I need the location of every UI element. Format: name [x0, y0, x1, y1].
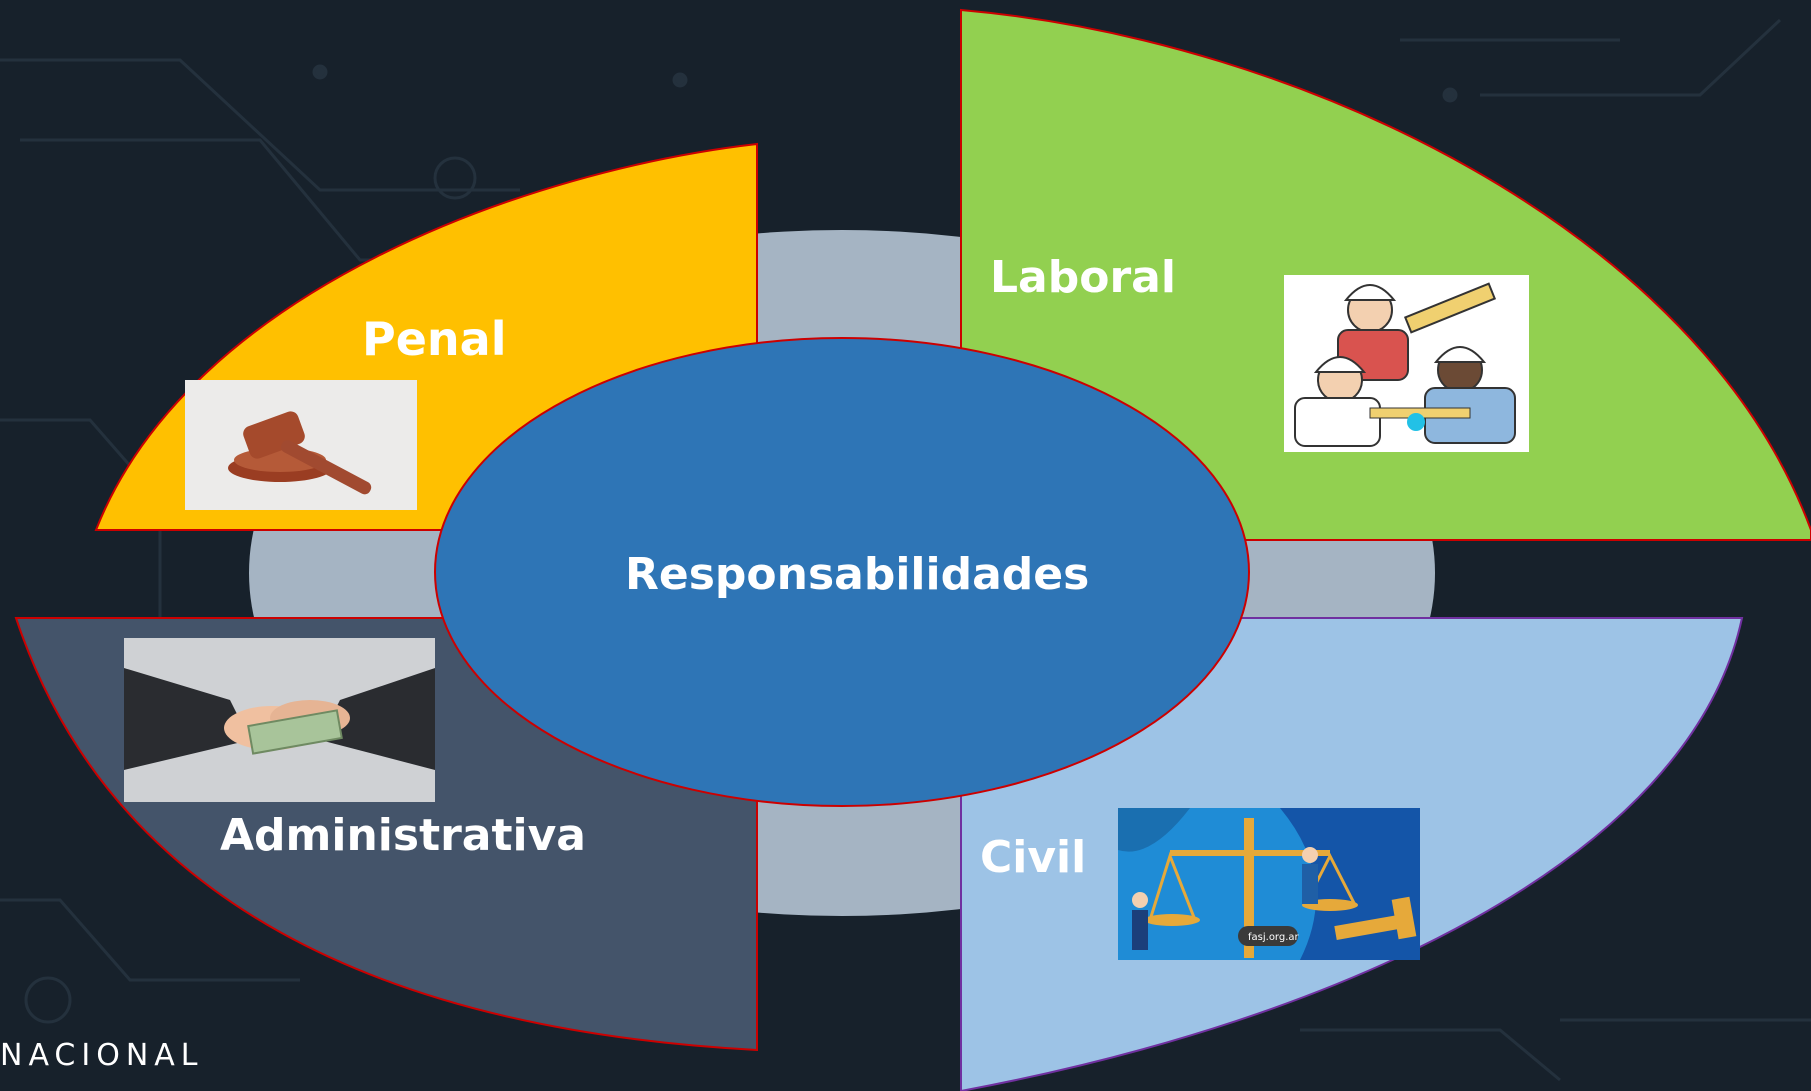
- circuit-background: [0, 18, 1811, 1082]
- segment-label-laboral: Laboral: [990, 252, 1176, 303]
- watermark-text: fasj.org.ar: [1248, 932, 1300, 943]
- handshake-money-icon: [124, 638, 435, 802]
- workers-icon: [1284, 275, 1529, 452]
- gavel-icon: [185, 380, 417, 510]
- center-label: Responsabilidades: [625, 549, 1090, 600]
- center-ellipse: [434, 337, 1250, 807]
- segment-label-administrativa: Administrativa: [220, 810, 586, 861]
- justice-scale-icon: fasj.org.ar: [1118, 808, 1420, 960]
- segment-label-penal: Penal: [362, 312, 507, 366]
- footer-brand: NACIONAL: [0, 1038, 204, 1073]
- segment-label-civil: Civil: [980, 832, 1087, 883]
